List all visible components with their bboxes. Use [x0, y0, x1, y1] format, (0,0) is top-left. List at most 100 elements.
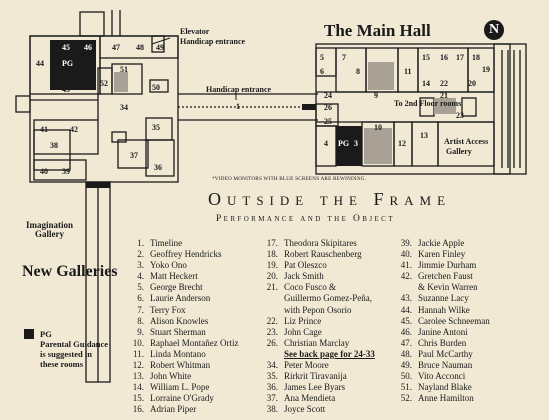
- handicap-entrance-label-1: Handicap entrance: [180, 37, 246, 46]
- room-14-number: 14: [422, 79, 430, 88]
- artist-list-item: 12. Robert Whitman: [122, 360, 238, 371]
- room-7-number: 7: [342, 53, 346, 62]
- artist-name: Janine Antoni: [418, 326, 468, 337]
- video-note: *VIDEO MONITORS WITH BLUE SCREENS ARE RE…: [212, 176, 367, 182]
- imagination-line-2: Gallery: [35, 229, 64, 240]
- room-36: [145, 139, 175, 177]
- artist-number: 5.: [137, 282, 144, 293]
- room-48-number: 48: [136, 43, 144, 52]
- artist-number: 47.: [400, 337, 412, 348]
- room-9-number: 9: [374, 91, 378, 100]
- artist-list-item: Guillermo Gomez-Peña,: [256, 293, 375, 304]
- artist-list-item: 5.George Brecht: [122, 282, 238, 293]
- room-8-number: 8: [356, 67, 360, 76]
- shaded-room-10: [364, 128, 392, 164]
- artist-list-item: 40.Karen Finley: [390, 249, 490, 260]
- room-15-number: 15: [422, 53, 430, 62]
- room-38-number: 38: [50, 141, 58, 150]
- artist-list-item: 39.Jackie Apple: [390, 238, 490, 249]
- artist-number: 26.: [266, 337, 278, 348]
- artist-name: Anne Hamilton: [418, 393, 474, 404]
- dark-bar-a: [86, 182, 110, 188]
- room-37-number: 37: [130, 151, 138, 160]
- artist-name: John White: [150, 371, 192, 382]
- portico-columns: [501, 50, 521, 168]
- artist-number: 1.: [137, 238, 144, 248]
- artist-name: Gretchen Faust: [418, 271, 473, 282]
- artist-name: Terry Fox: [150, 304, 186, 315]
- artist-number: 14.: [132, 382, 144, 393]
- artist-number: 37.: [266, 393, 278, 404]
- artist-name: Linda Montano: [150, 348, 206, 359]
- artist-list-item: 7.Terry Fox: [122, 305, 238, 316]
- artist-list-item: 38.Joyce Scott: [256, 404, 375, 415]
- room-17-number: 17: [456, 53, 464, 62]
- artist-number: 9.: [137, 326, 144, 337]
- artist-name: Ana Mendieta: [284, 393, 336, 404]
- room-6-number: 6: [320, 67, 324, 76]
- room-3-number: 3: [354, 139, 358, 148]
- artist-access: [437, 121, 495, 167]
- artist-name: Christian Marclay: [284, 337, 350, 348]
- room-24-number: 24: [324, 91, 332, 100]
- room-19-number: 19: [482, 65, 490, 74]
- room-42-number: 42: [70, 125, 78, 134]
- shaded-room-9: [368, 62, 394, 90]
- room-5-number: 5: [320, 53, 324, 62]
- artist-number: 4.: [137, 271, 144, 282]
- room-34-number: 34: [120, 103, 128, 112]
- artist-access-label: Artist Access: [444, 137, 489, 146]
- artist-name: Alison Knowles: [150, 315, 209, 326]
- artist-number: 13.: [132, 371, 144, 382]
- pg-label-new: PG: [62, 59, 74, 68]
- artist-list-item: 14.William L. Pope: [122, 382, 238, 393]
- pg-room-new: [50, 40, 96, 90]
- shaded-room-21: [434, 98, 456, 114]
- artist-list-item: with Pepon Osorio: [256, 305, 375, 316]
- artist-list-item: 45.Carolee Schneeman: [390, 316, 490, 327]
- room-13: [411, 121, 439, 167]
- imagination-line-1: Imagination: [26, 220, 74, 230]
- main-hall-title: The Main Hall: [324, 21, 431, 40]
- artist-list-item: 11.Linda Montano: [122, 349, 238, 360]
- artist-list-item: 49.Bruce Nauman: [390, 360, 490, 371]
- room-7-8: [335, 47, 367, 93]
- room-50-number: 50: [152, 83, 160, 92]
- room-38: [33, 129, 71, 171]
- pg-legend-line-1: Parental Guidance: [40, 339, 109, 349]
- artist-number: 39.: [400, 238, 412, 248]
- artist-list-item: 42. Gretchen Faust: [390, 271, 490, 282]
- artist-number: 17.: [266, 238, 278, 248]
- artist-name: Robert Whitman: [150, 360, 211, 371]
- artist-name: Nayland Blake: [418, 382, 472, 393]
- artist-number: 12.: [132, 360, 144, 371]
- artist-list-item: 15.Lorraine O'Grady: [122, 393, 238, 404]
- artist-list-item: 8.Alison Knowles: [122, 316, 238, 327]
- room-52-number: 52: [100, 79, 108, 88]
- artist-name: Adrian Piper: [150, 404, 197, 415]
- artist-number: 40.: [400, 249, 412, 260]
- room-44-number: 44: [36, 59, 44, 68]
- room-10-number: 10: [374, 123, 382, 132]
- artist-list-item: 23.John Cage: [256, 327, 375, 338]
- artist-number: 52.: [400, 393, 412, 404]
- artist-name: Rirkrit Tiravanija: [284, 371, 347, 382]
- pg-legend-line-2: is suggested in: [40, 349, 92, 359]
- artist-list-item: 36.James Lee Byars: [256, 382, 375, 393]
- artist-name: See back page for 24-33: [284, 348, 375, 359]
- room-11-number: 11: [404, 67, 412, 76]
- artist-name: James Lee Byars: [284, 382, 345, 393]
- artist-name: Timeline: [150, 238, 183, 248]
- room-46-number: 46: [84, 43, 92, 52]
- artist-list-item: 50.Vito Acconci: [390, 371, 490, 382]
- artist-number: 3.: [137, 260, 144, 271]
- room-52: [97, 67, 113, 95]
- artist-list-item: 26. Christian Marclay: [256, 338, 375, 349]
- artist-number: 42.: [400, 271, 412, 282]
- artist-number: 15.: [132, 393, 144, 404]
- room-18-number: 18: [472, 53, 480, 62]
